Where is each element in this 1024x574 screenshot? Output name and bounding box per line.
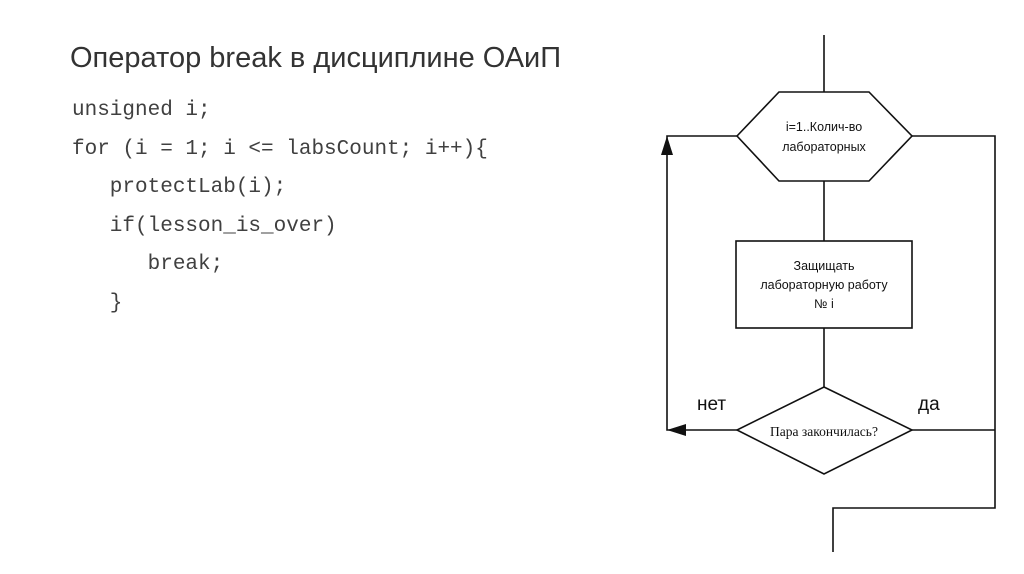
process-label: № i	[814, 297, 834, 311]
code-line: protectLab(i);	[72, 176, 287, 199]
loop-hexagon	[735, 91, 914, 182]
arrow-up-icon	[661, 136, 673, 155]
decision-diamond	[735, 386, 914, 475]
loop-label: i=1..Колич-во	[786, 120, 862, 134]
process-label: Защищать	[794, 259, 855, 273]
code-line: unsigned i;	[72, 99, 211, 122]
no-label: нет	[697, 394, 726, 415]
slide-title: Оператор break в дисциплине ОАиП	[70, 42, 562, 74]
exit-line	[832, 135, 996, 552]
arrow-left-icon	[667, 424, 686, 436]
code-line: }	[72, 291, 123, 315]
code-block: unsigned i; for (i = 1; i <= labsCount; i…	[72, 92, 488, 323]
loop-label: лабораторных	[782, 140, 866, 154]
yes-label: да	[918, 394, 940, 415]
code-line: if(lesson_is_over)	[72, 214, 337, 238]
code-line: for (i = 1; i <= labsCount; i++){	[72, 137, 488, 161]
decision-label: Пара закончилась?	[770, 424, 878, 439]
code-line: break;	[72, 253, 224, 276]
process-label: лабораторную работу	[760, 278, 888, 292]
no-loop-line	[666, 135, 737, 431]
